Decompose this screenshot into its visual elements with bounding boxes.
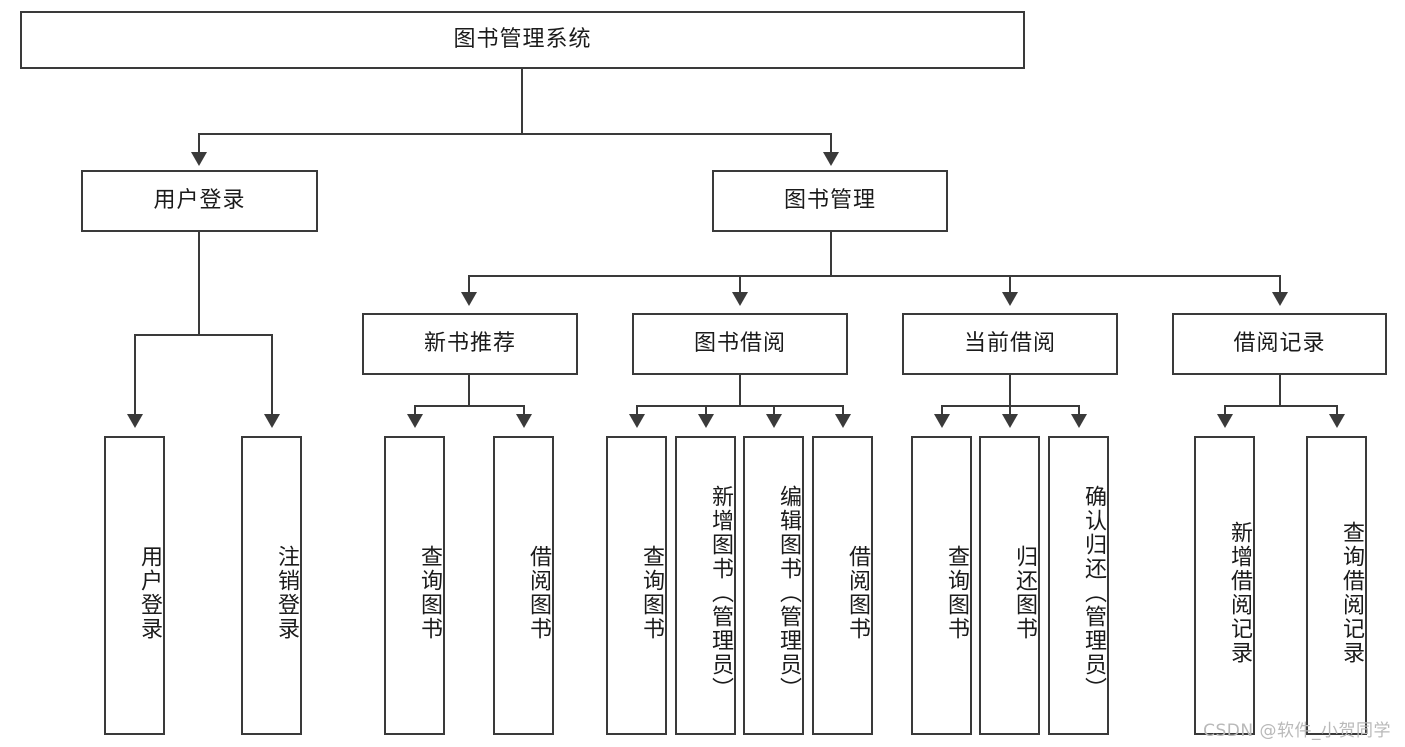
node-leaf-user-login[interactable]: 用户登录 xyxy=(104,436,165,735)
edge-current-borrow-to-leaf-2 xyxy=(1009,405,1011,417)
node-user-login-label: 用户登录 xyxy=(153,187,246,213)
node-current-borrow[interactable]: 当前借阅 xyxy=(902,313,1118,375)
node-leaf-query-book-3[interactable]: 查询图书 xyxy=(911,436,972,735)
node-root-label: 图书管理系统 xyxy=(453,26,592,52)
edge-new-book-stem xyxy=(468,375,470,407)
edge-book-manage-to-new-book xyxy=(468,275,470,295)
edge-current-borrow-stem xyxy=(1009,375,1011,407)
node-leaf-borrow-book-2[interactable]: 借阅图书 xyxy=(812,436,873,735)
edge-root-to-user-login xyxy=(198,133,200,155)
arrow-to-leaf-query-book-2 xyxy=(629,414,645,428)
node-leaf-query-book-3-label: 查询图书 xyxy=(944,544,969,641)
edge-book-borrow-stem xyxy=(739,375,741,407)
node-leaf-query-book-2-label: 查询图书 xyxy=(639,544,664,641)
node-leaf-edit-book-label: 编辑图书（管理员） xyxy=(776,484,801,701)
node-book-borrow[interactable]: 图书借阅 xyxy=(632,313,848,375)
node-current-borrow-label: 当前借阅 xyxy=(963,330,1056,356)
arrow-to-leaf-add-book xyxy=(698,414,714,428)
node-leaf-borrow-book-1-label: 借阅图书 xyxy=(526,544,551,641)
node-borrow-record[interactable]: 借阅记录 xyxy=(1172,313,1387,375)
node-leaf-add-record[interactable]: 新增借阅记录 xyxy=(1194,436,1255,735)
edge-book-borrow-bus xyxy=(636,405,842,407)
node-leaf-query-record[interactable]: 查询借阅记录 xyxy=(1306,436,1367,735)
arrow-to-leaf-borrow-book-2 xyxy=(835,414,851,428)
edge-current-borrow-to-leaf-1 xyxy=(941,405,943,417)
edge-book-manage-to-borrow-record xyxy=(1279,275,1281,295)
node-leaf-logout-label: 注销登录 xyxy=(274,544,299,641)
edge-user-login-bus xyxy=(134,334,272,336)
node-leaf-return-book-label: 归还图书 xyxy=(1012,544,1037,641)
edge-borrow-record-to-leaf-1 xyxy=(1224,405,1226,417)
edge-book-borrow-to-leaf-2 xyxy=(705,405,707,417)
node-book-manage[interactable]: 图书管理 xyxy=(712,170,948,232)
node-leaf-edit-book[interactable]: 编辑图书（管理员） xyxy=(743,436,804,735)
edge-user-login-stem xyxy=(198,232,200,335)
node-leaf-query-book-2[interactable]: 查询图书 xyxy=(606,436,667,735)
edge-borrow-record-bus xyxy=(1224,405,1337,407)
node-leaf-user-login-label: 用户登录 xyxy=(137,544,162,641)
edge-book-manage-to-current-borrow xyxy=(1009,275,1011,295)
arrow-to-leaf-confirm-return xyxy=(1071,414,1087,428)
edge-new-book-to-leaf-1 xyxy=(414,405,416,417)
node-leaf-add-book-label: 新增图书（管理员） xyxy=(708,484,733,701)
node-leaf-confirm-return-label: 确认归还（管理员） xyxy=(1081,484,1106,701)
edge-current-borrow-to-leaf-3 xyxy=(1078,405,1080,417)
node-root[interactable]: 图书管理系统 xyxy=(20,11,1025,69)
node-book-borrow-label: 图书借阅 xyxy=(693,330,786,356)
node-leaf-query-book-1-label: 查询图书 xyxy=(417,544,442,641)
edge-user-login-to-leaf-2 xyxy=(271,334,273,416)
arrow-to-leaf-edit-book xyxy=(766,414,782,428)
edge-root-to-book-manage xyxy=(830,133,832,155)
node-new-book-recommend-label: 新书推荐 xyxy=(423,330,516,356)
watermark: CSDN @软件_小贺同学 xyxy=(1203,721,1391,741)
arrow-to-user-login xyxy=(191,152,207,166)
node-new-book-recommend[interactable]: 新书推荐 xyxy=(362,313,578,375)
node-leaf-add-record-label: 新增借阅记录 xyxy=(1227,520,1252,665)
edge-borrow-record-stem xyxy=(1279,375,1281,407)
edge-root-stem xyxy=(521,69,523,134)
node-book-manage-label: 图书管理 xyxy=(783,187,876,213)
arrow-to-book-manage xyxy=(823,152,839,166)
edge-user-login-to-leaf-1 xyxy=(134,334,136,416)
arrow-to-new-book-recommend xyxy=(461,292,477,306)
edge-book-manage-to-book-borrow xyxy=(739,275,741,295)
node-leaf-return-book[interactable]: 归还图书 xyxy=(979,436,1040,735)
arrow-to-borrow-record xyxy=(1272,292,1288,306)
arrow-to-leaf-borrow-book-1 xyxy=(516,414,532,428)
arrow-to-current-borrow xyxy=(1002,292,1018,306)
edge-book-manage-stem xyxy=(830,232,832,277)
node-leaf-confirm-return[interactable]: 确认归还（管理员） xyxy=(1048,436,1109,735)
node-leaf-add-book[interactable]: 新增图书（管理员） xyxy=(675,436,736,735)
edge-new-book-to-leaf-2 xyxy=(523,405,525,417)
arrow-to-book-borrow xyxy=(732,292,748,306)
node-leaf-borrow-book-1[interactable]: 借阅图书 xyxy=(493,436,554,735)
node-leaf-query-book-1[interactable]: 查询图书 xyxy=(384,436,445,735)
arrow-to-leaf-query-book-1 xyxy=(407,414,423,428)
edge-book-borrow-to-leaf-3 xyxy=(773,405,775,417)
arrow-to-leaf-add-record xyxy=(1217,414,1233,428)
arrow-to-leaf-return-book xyxy=(1002,414,1018,428)
arrow-to-leaf-query-record xyxy=(1329,414,1345,428)
arrow-to-leaf-query-book-3 xyxy=(934,414,950,428)
edge-root-bus xyxy=(198,133,832,135)
edge-book-manage-bus xyxy=(468,275,1280,277)
node-user-login[interactable]: 用户登录 xyxy=(81,170,318,232)
node-borrow-record-label: 借阅记录 xyxy=(1233,330,1326,356)
node-leaf-logout[interactable]: 注销登录 xyxy=(241,436,302,735)
edge-book-borrow-to-leaf-1 xyxy=(636,405,638,417)
arrow-to-leaf-logout xyxy=(264,414,280,428)
arrow-to-leaf-user-login xyxy=(127,414,143,428)
edge-new-book-bus xyxy=(414,405,524,407)
node-leaf-borrow-book-2-label: 借阅图书 xyxy=(845,544,870,641)
edge-borrow-record-to-leaf-2 xyxy=(1336,405,1338,417)
edge-book-borrow-to-leaf-4 xyxy=(842,405,844,417)
node-leaf-query-record-label: 查询借阅记录 xyxy=(1339,520,1364,665)
